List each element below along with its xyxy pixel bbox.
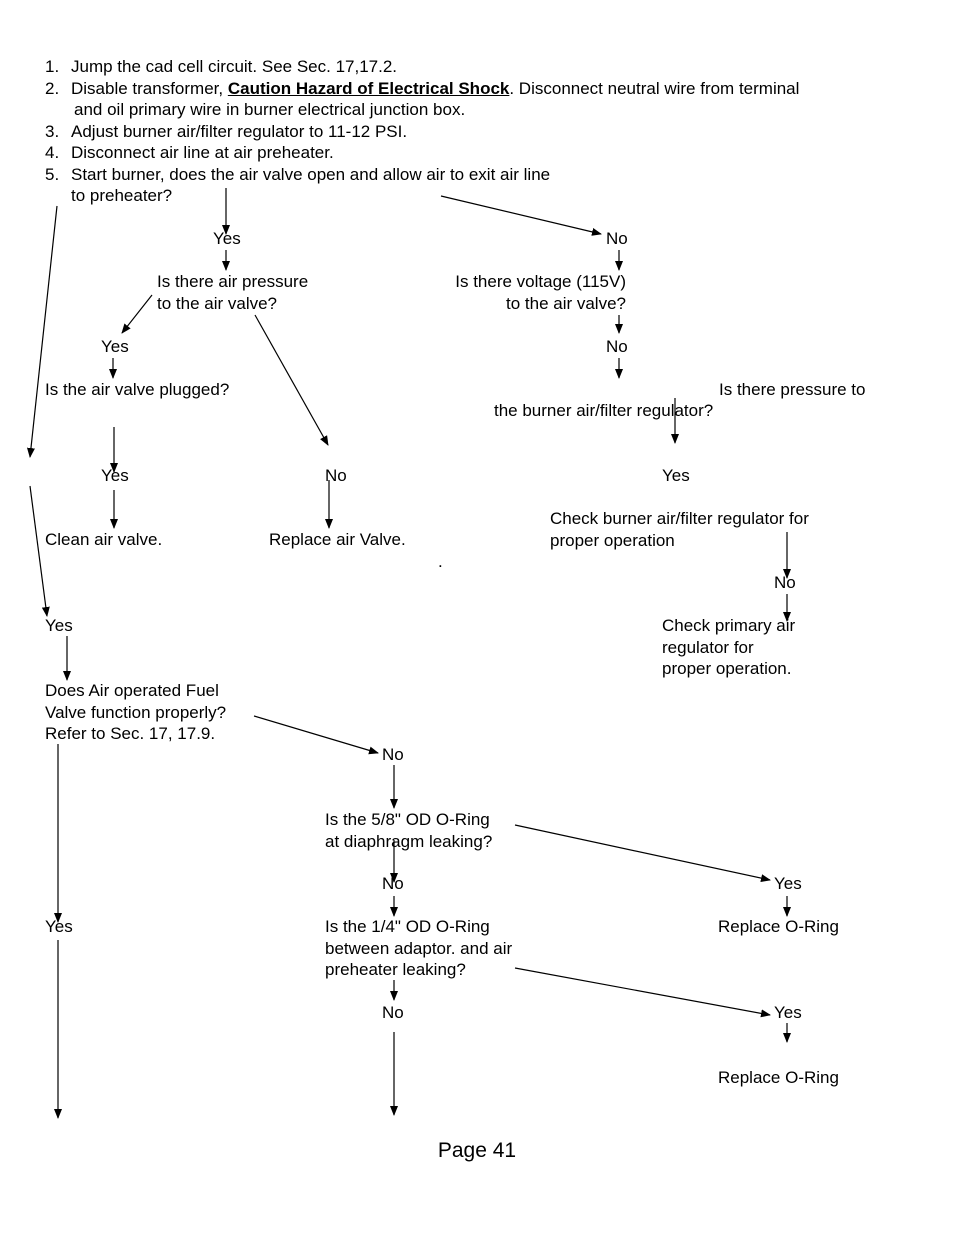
step-text: and oil primary wire in burner electrica…	[74, 100, 466, 119]
action-replace-oring: Replace O-Ring	[718, 1068, 839, 1087]
label-yes: Yes	[45, 616, 73, 635]
arrow	[121, 294, 153, 334]
question-fuel-valve: Does Air operated Fuel Valve function pr…	[45, 681, 227, 743]
step-text: Jump the cad cell circuit. See Sec. 17,1…	[71, 57, 398, 76]
arrow	[514, 967, 771, 1018]
label-no: No	[606, 229, 628, 248]
question-oring-1-4: Is the 1/4" OD O-Ring between adaptor. a…	[325, 917, 513, 979]
instruction-list: 1. Jump the cad cell circuit. See Sec. 1…	[45, 56, 799, 207]
label-yes: Yes	[213, 229, 241, 248]
step-1: 1. Jump the cad cell circuit. See Sec. 1…	[45, 56, 799, 78]
step-text: . Disconnect neutral wire from terminal	[509, 78, 800, 98]
question-regulator-pressure-cont: the burner air/filter regulator?	[494, 401, 714, 420]
label-yes: Yes	[774, 874, 802, 893]
step-3: 3. Adjust burner air/filter regulator to…	[45, 121, 799, 143]
label-yes: Yes	[45, 917, 73, 936]
step-text: Adjust burner air/filter regulator to 11…	[71, 121, 408, 141]
question-valve-plugged: Is the air valve plugged?	[45, 380, 230, 399]
step-text: to preheater?	[71, 186, 173, 205]
step-2-continued: and oil primary wire in burner electrica…	[45, 99, 799, 121]
step-5: 5. Start burner, does the air valve open…	[45, 164, 799, 186]
step-number: 1.	[45, 57, 60, 76]
stray-dot: .	[438, 552, 443, 571]
action-replace-valve: Replace air Valve.	[269, 530, 406, 549]
label-yes: Yes	[101, 466, 129, 485]
step-text: Disconnect air line at air preheater.	[71, 143, 334, 162]
label-no: No	[325, 466, 347, 485]
step-4: 4. Disconnect air line at air preheater.	[45, 142, 799, 164]
question-regulator-pressure: Is there pressure to	[719, 380, 866, 399]
question-air-pressure: Is there air pressure to the air valve?	[157, 272, 309, 313]
step-number: 5.	[45, 164, 60, 184]
page-number: Page 41	[437, 1139, 517, 1162]
arrow	[29, 485, 50, 617]
arrow	[26, 205, 58, 458]
step-text: Disable transformer,	[71, 78, 228, 98]
label-no: No	[382, 745, 404, 764]
arrow	[440, 195, 602, 236]
label-yes: Yes	[774, 1003, 802, 1022]
step-number: 3.	[45, 121, 60, 141]
label-yes: Yes	[662, 466, 690, 485]
action-check-regulator: Check burner air/filter regulator for pr…	[550, 509, 809, 550]
label-no: No	[382, 874, 404, 893]
step-number: 4.	[45, 143, 60, 162]
action-check-primary-regulator: Check primary air regulator for proper o…	[662, 616, 796, 678]
step-text: Start burner, does the air valve open an…	[71, 164, 551, 184]
label-no: No	[606, 337, 628, 356]
question-oring-5-8: Is the 5/8" OD O-Ring at diaphragm leaki…	[325, 810, 493, 851]
shock-warning: Caution Hazard of Electrical Shock	[227, 78, 510, 98]
arrow	[253, 715, 379, 755]
step-number: 2.	[45, 78, 60, 98]
label-no: No	[382, 1003, 404, 1022]
step-2: 2. Disable transformer, Caution Hazard o…	[45, 78, 799, 100]
arrow	[514, 824, 771, 883]
label-yes: Yes	[101, 337, 129, 356]
arrow	[254, 314, 329, 446]
action-clean-valve: Clean air valve.	[45, 530, 163, 549]
question-voltage: Is there voltage (115V) to the air valve…	[455, 272, 626, 313]
action-replace-oring: Replace O-Ring	[718, 917, 839, 936]
step-5-continued: to preheater?	[45, 185, 799, 207]
